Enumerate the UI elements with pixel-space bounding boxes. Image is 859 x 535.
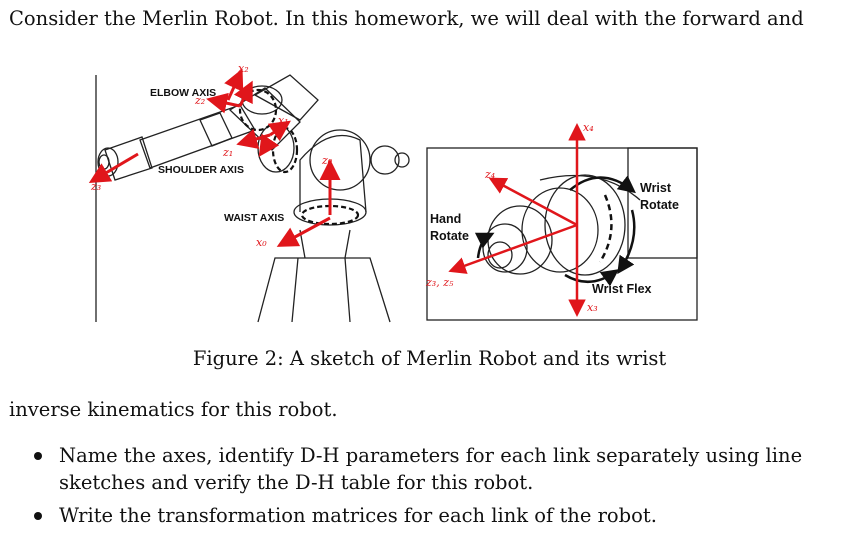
hand-rotate-label-1: Hand [430,212,461,226]
z1-label: z₁ [222,146,233,159]
x0-label: x₀ [256,236,267,249]
z3-z5-label: z₃, z₅ [425,276,454,289]
wrist-sketch [426,147,698,321]
wrist-rotate-label-2: Rotate [640,198,679,212]
wrist-rotation-marks [474,175,636,287]
z3-label: z₃ [90,180,101,193]
bullet-1-line-2: sketches and verify the D-H table for th… [59,471,534,494]
x3-label: x₃ [587,301,598,314]
robot-axes [88,68,341,247]
x2-label: x₂ [238,62,249,75]
waist-axis-label: WAIST AXIS [224,212,284,224]
list-item: Name the axes, identify D-H parameters f… [34,442,834,496]
bullet-list: Name the axes, identify D-H parameters f… [34,442,834,535]
bullet-1-line-1: Name the axes, identify D-H parameters f… [59,444,803,467]
hand-rotate-label-2: Rotate [430,229,469,243]
robot-arm-sketch [95,74,410,323]
wrist-labels: x₄ z₄ Wrist Rotate Hand Rotate z₃, z₅ Wr… [425,121,679,314]
intro-paragraph: Consider the Merlin Robot. In this homew… [9,7,804,30]
z4-label: z₄ [484,168,495,181]
bullet-2-line-1: Write the transformation matrices for ea… [59,504,657,527]
joint-rotation-marks [238,88,360,226]
bullet-dot-icon [34,452,42,460]
wrist-rotate-label-1: Wrist [640,181,672,195]
figure-caption: Figure 2: A sketch of Merlin Robot and i… [192,347,667,370]
merlin-robot-figure: ELBOW AXIS SHOULDER AXIS WAIST AXIS x₂ z… [88,62,698,323]
robot-labels: ELBOW AXIS SHOULDER AXIS WAIST AXIS x₂ z… [90,62,333,249]
x4-label: x₄ [583,121,594,134]
z2-label: z₂ [194,94,205,107]
continuation-paragraph: inverse kinematics for this robot. [9,398,338,421]
z0-label: z₀ [321,154,333,167]
shoulder-axis-label: SHOULDER AXIS [158,164,244,176]
wrist-flex-label: Wrist Flex [592,282,652,296]
bullet-dot-icon [34,512,42,520]
list-item: Write the transformation matrices for ea… [34,502,834,529]
elbow-axis-label: ELBOW AXIS [150,87,216,99]
x1-label: x₁ [278,114,289,127]
wrist-axes [448,123,586,317]
